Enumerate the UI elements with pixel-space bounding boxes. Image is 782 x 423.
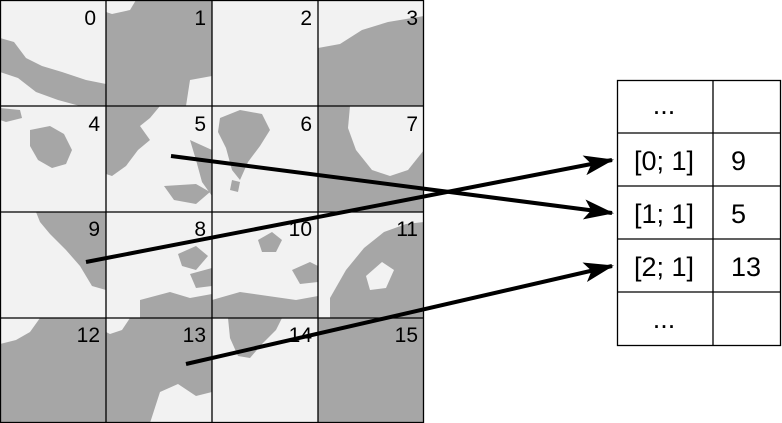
map-tile-10: 10 — [212, 212, 318, 318]
tile-number: 12 — [77, 324, 100, 347]
table-row: [0; 1] 9 — [634, 146, 746, 176]
table-row: [1; 1] 5 — [634, 199, 746, 229]
table-key-cell: [2; 1] — [634, 252, 694, 282]
arrow-tile-5-to-row-1-1 — [170, 154, 614, 220]
tile-number: 8 — [194, 218, 206, 241]
mapping-arrows — [85, 154, 614, 366]
table-row: [2; 1] 13 — [634, 252, 761, 282]
map-tile-1: 1 — [106, 0, 212, 106]
tile-number: 7 — [406, 113, 418, 136]
table-key-cell: ... — [653, 304, 676, 334]
arrow-tile-9-to-row-0-1 — [85, 155, 614, 264]
tile-number: 3 — [406, 7, 418, 30]
tile-number: 1 — [194, 7, 206, 30]
table-value-cell: 9 — [731, 146, 746, 176]
map-tile-12: 12 — [0, 318, 106, 423]
map-tile-11: 11 — [318, 212, 424, 318]
tile-number: 6 — [300, 113, 312, 136]
table-key-cell: [0; 1] — [634, 146, 694, 176]
map-tile-2: 2 — [212, 0, 318, 106]
table-value-cell: 5 — [731, 199, 746, 229]
map-tile-0: 0 — [0, 0, 106, 106]
table-key-cell: [1; 1] — [634, 199, 694, 229]
map-tile-8: 8 — [106, 212, 212, 318]
grid-lines — [0, 0, 425, 423]
table-grid — [616, 79, 782, 347]
arrow-tile-13-to-row-2-1 — [185, 262, 614, 366]
map-tile-13: 13 — [106, 318, 212, 423]
map-tile-7: 7 — [318, 106, 424, 212]
table-key-cell: ... — [653, 90, 676, 120]
table-row: ... — [653, 90, 676, 120]
tile-number: 15 — [395, 324, 418, 347]
tile-number: 9 — [88, 218, 100, 241]
table-row: ... — [653, 304, 676, 334]
map-tile-5: 5 — [106, 106, 212, 212]
map-tile-9: 9 — [0, 212, 106, 318]
tile-number: 13 — [183, 324, 206, 347]
tile-number: 11 — [396, 218, 418, 241]
map-tile-4: 4 — [0, 106, 106, 212]
tile-number: 2 — [300, 7, 312, 30]
map-tile-14: 14 — [212, 318, 318, 423]
tile-number: 5 — [194, 113, 206, 136]
tile-number: 4 — [88, 113, 100, 136]
tile-number: 10 — [289, 218, 312, 241]
map-tile-3: 3 — [318, 0, 424, 106]
map-tile-15: 15 — [318, 318, 424, 423]
map-tile-6: 6 — [212, 106, 318, 212]
tile-number: 0 — [84, 7, 96, 30]
table-value-cell: 13 — [731, 252, 761, 282]
tile-index-table: ... [0; 1] 9 [1; 1] 5 [2; 1] 13 ... — [616, 79, 782, 347]
tile-number: 14 — [289, 324, 313, 347]
